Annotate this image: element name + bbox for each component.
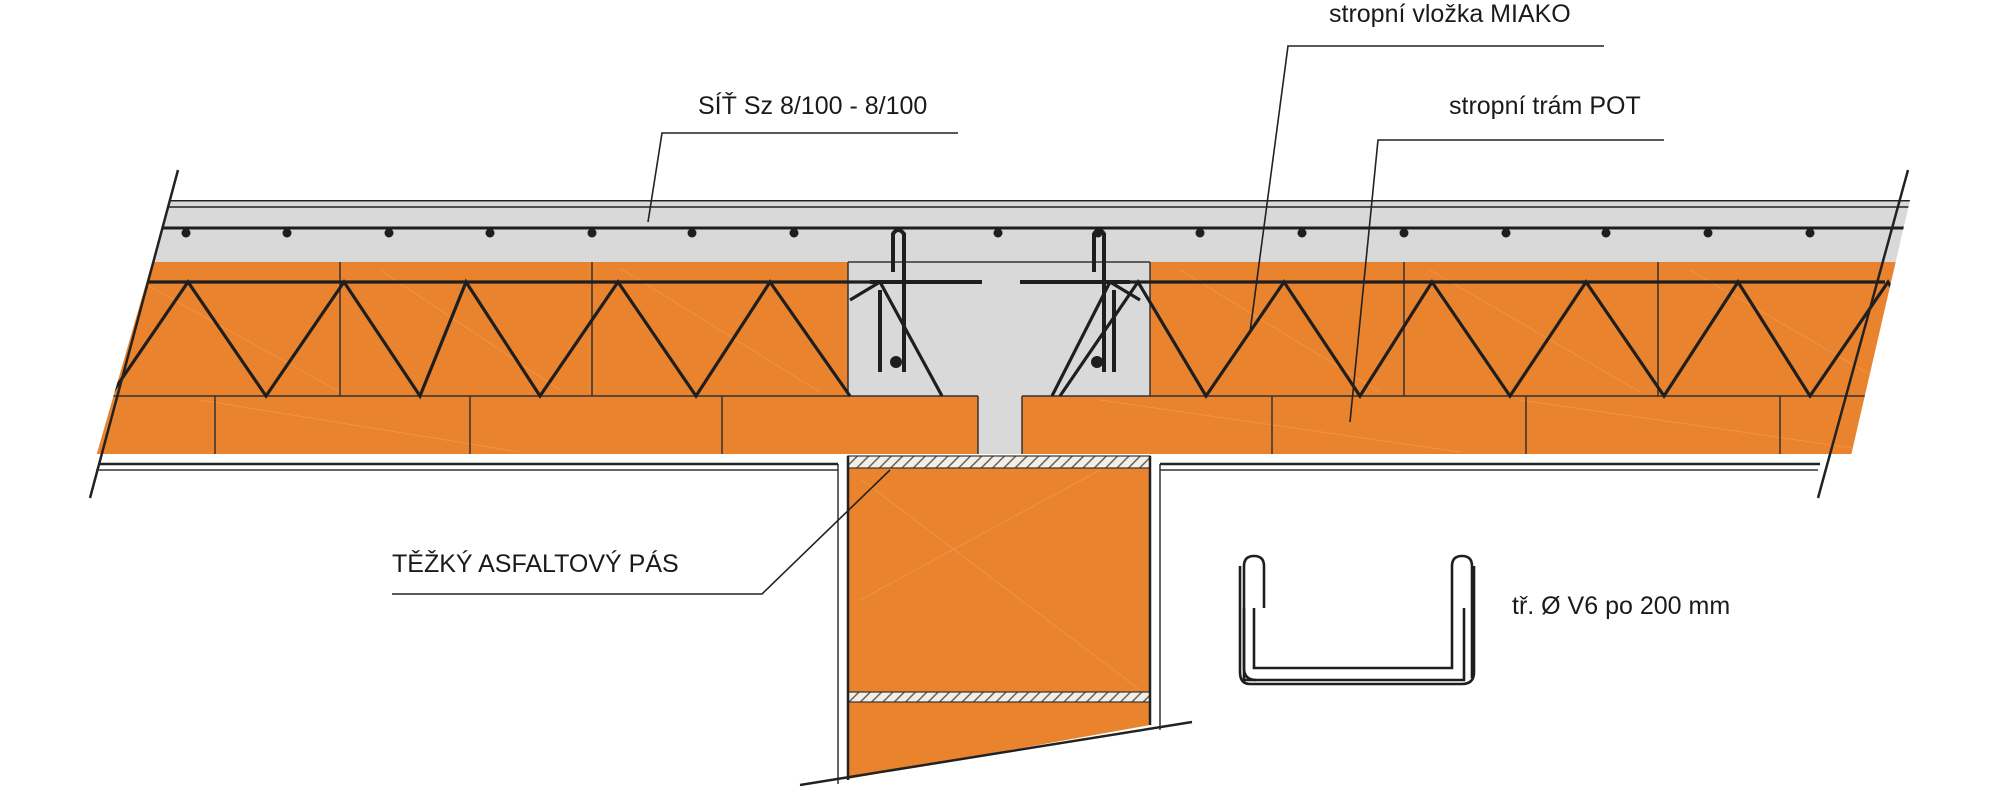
break-line-left — [88, 169, 180, 499]
label-asphalt-strip: TĚŽKÝ ASFALTOVÝ PÁS — [392, 549, 679, 578]
break-line-right — [1816, 169, 1910, 499]
supporting-wall — [799, 455, 1193, 787]
label-beam: stropní trám POT — [1449, 92, 1641, 120]
leader-beam — [1349, 139, 1664, 423]
ceiling-soffit — [96, 462, 1820, 471]
concrete-rib — [848, 262, 1150, 396]
label-mesh: SÍŤ Sz 8/100 - 8/100 — [698, 91, 927, 120]
concrete-topping — [95, 200, 1910, 262]
leader-infill-block — [1249, 45, 1604, 333]
rib-neck — [978, 396, 1022, 454]
leader-asphalt — [392, 469, 891, 595]
beam-right — [1022, 396, 1910, 454]
stirrup-detail — [1242, 554, 1266, 608]
label-stirrup: tř. Ø V6 po 200 mm — [1512, 592, 1730, 620]
mortar-joint — [847, 691, 1151, 703]
beam-left — [95, 396, 978, 454]
floor-slab — [95, 200, 1910, 454]
asphalt-strip — [847, 455, 1151, 469]
leader-mesh — [647, 132, 958, 223]
mesh-rebar-dots — [181, 228, 1815, 238]
lattice-truss — [108, 278, 1910, 400]
label-infill-block: stropní vložka MIAKO — [1329, 0, 1571, 28]
rib-reinforcement — [849, 228, 1141, 397]
